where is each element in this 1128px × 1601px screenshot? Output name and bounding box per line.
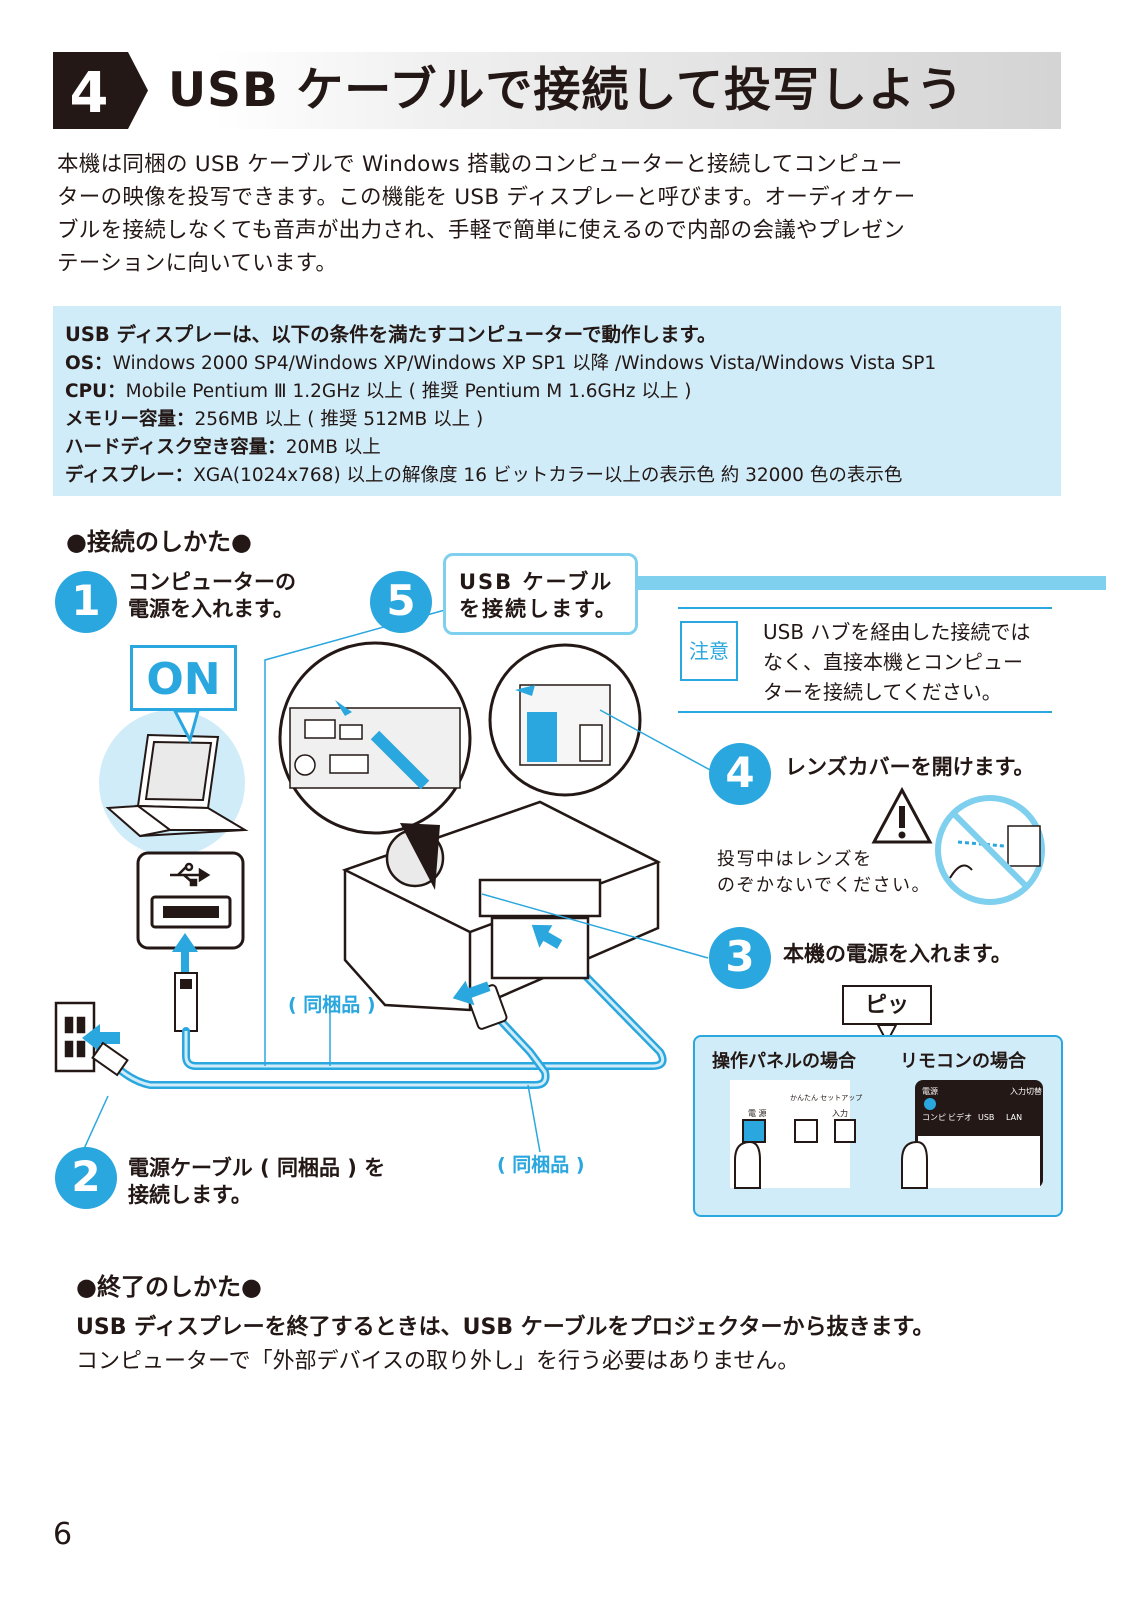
intro-line: ブルを接続しなくても音声が出力され、手軽で簡単に使えるので内部の会議やプレゼン — [57, 218, 906, 243]
lens-warning: 投写中はレンズをのぞかないでください。 — [717, 849, 931, 896]
requirement-row: ディスプレー：XGA(1024x768) 以上の解像度 16 ビットカラー以上の… — [65, 465, 903, 486]
on-label: ON — [130, 645, 237, 711]
requirements-box — [53, 306, 1061, 496]
arrow-up-icon — [172, 933, 198, 952]
beep-label: ピッ — [842, 985, 932, 1025]
step-5-number: 5 — [370, 571, 432, 633]
intro-paragraph: 本機は同梱の USB ケーブルで Windows 搭載のコンピューターと接続して… — [57, 148, 1067, 280]
step-4-number: 4 — [709, 743, 771, 805]
end-heading: ●終了のしかた● — [76, 1273, 262, 1301]
svg-text:入力: 入力 — [832, 1108, 848, 1118]
intro-line: テーションに向いています。 — [57, 251, 338, 276]
intro-line: ターの映像を投写できます。この機能を USB ディスプレーと呼びます。オーディオ… — [57, 185, 916, 210]
projector-icon — [341, 800, 662, 1012]
arrow-left-icon — [82, 1024, 120, 1052]
section-number-badge: 4 — [53, 52, 148, 129]
laptop-icon — [105, 733, 249, 838]
step-3-number: 3 — [709, 927, 771, 989]
step-4-label: レンズカバーを開けます。 — [785, 755, 1035, 779]
no-look-prohibition-icon — [935, 795, 1045, 905]
warning-icon — [871, 786, 933, 844]
page-title: USB ケーブルで接続して投写しよう — [168, 63, 964, 118]
requirement-row: ハードディスク空き容量：20MB 以上 — [65, 437, 381, 458]
bundled-label-usb: ( 同梱品 ) — [288, 994, 376, 1016]
magnifier-pointer — [400, 823, 440, 890]
remote-label: リモコンの場合 — [900, 1051, 1026, 1072]
power-plug-icon — [91, 1041, 129, 1077]
svg-text:LAN: LAN — [1006, 1113, 1022, 1122]
panel-label: 操作パネルの場合 — [712, 1051, 856, 1072]
requirement-row: メモリー容量：256MB 以上 ( 推奨 512MB 以上 ) — [65, 409, 484, 430]
end-note: コンピューターで「外部デバイスの取り外し」を行う必要はありません。 — [76, 1349, 800, 1374]
step-2-label: 電源ケーブル ( 同梱品 ) を接続します。 — [128, 1156, 386, 1207]
svg-text:ビデオ: ビデオ — [948, 1112, 972, 1122]
caution-note: USB ハブを経由した接続ではなく、直接本機とコンピューターを接続してください。 — [763, 620, 1031, 704]
power-button-icon — [742, 1119, 766, 1143]
accent-bar — [636, 576, 1106, 590]
step-5-callout — [443, 553, 638, 635]
usb-symbol-icon — [170, 862, 211, 887]
step-1-label: コンピューターの電源を入れます。 — [128, 570, 296, 621]
section-number: 4 — [70, 61, 109, 126]
power-cable — [96, 1016, 550, 1089]
requirement-row: OS：Windows 2000 SP4/Windows XP/Windows X… — [65, 353, 937, 374]
intro-line: 本機は同梱の USB ケーブルで Windows 搭載のコンピューターと接続して… — [57, 152, 903, 177]
svg-text:USB: USB — [978, 1113, 994, 1122]
step-1-number: 1 — [55, 571, 117, 633]
connection-diagram — [54, 576, 1106, 1163]
finger-icon — [734, 1140, 761, 1189]
step-3-label: 本機の電源を入れます。 — [783, 942, 1012, 966]
beep-pointer — [876, 1024, 898, 1045]
requirement-row: CPU：Mobile Pentium Ⅲ 1.2GHz 以上 ( 推奨 Pent… — [65, 381, 692, 402]
end-instruction: USB ディスプレーを終了するときは、USB ケーブルをプロジェクターから抜きま… — [76, 1315, 935, 1340]
svg-text:コンピ: コンピ — [922, 1113, 946, 1122]
on-callout-pointer — [172, 709, 200, 745]
step-5-label: USB ケーブルを接続します。 — [459, 570, 618, 621]
svg-text:かんたん セットアップ: かんたん セットアップ — [790, 1094, 862, 1102]
requirements-heading: USB ディスプレーは、以下の条件を満たすコンピューターで動作します。 — [65, 323, 717, 346]
panel-illustrations: 電 源 かんたん セットアップ 入力 電源 入力切替 コンピ ビデオ USB L… — [730, 1080, 1043, 1189]
page-number: 6 — [53, 1517, 73, 1552]
svg-text:入力切替: 入力切替 — [1010, 1086, 1042, 1096]
caution-badge: 注意 — [680, 621, 738, 681]
svg-text:電 源: 電 源 — [748, 1109, 767, 1118]
finger-icon — [901, 1140, 928, 1189]
connect-heading: ●接続のしかた● — [66, 528, 252, 556]
svg-text:電源: 電源 — [922, 1087, 938, 1096]
step-2-number: 2 — [55, 1147, 117, 1209]
bundled-label-power: ( 同梱品 ) — [497, 1154, 585, 1176]
section-header-bar — [53, 52, 1061, 129]
